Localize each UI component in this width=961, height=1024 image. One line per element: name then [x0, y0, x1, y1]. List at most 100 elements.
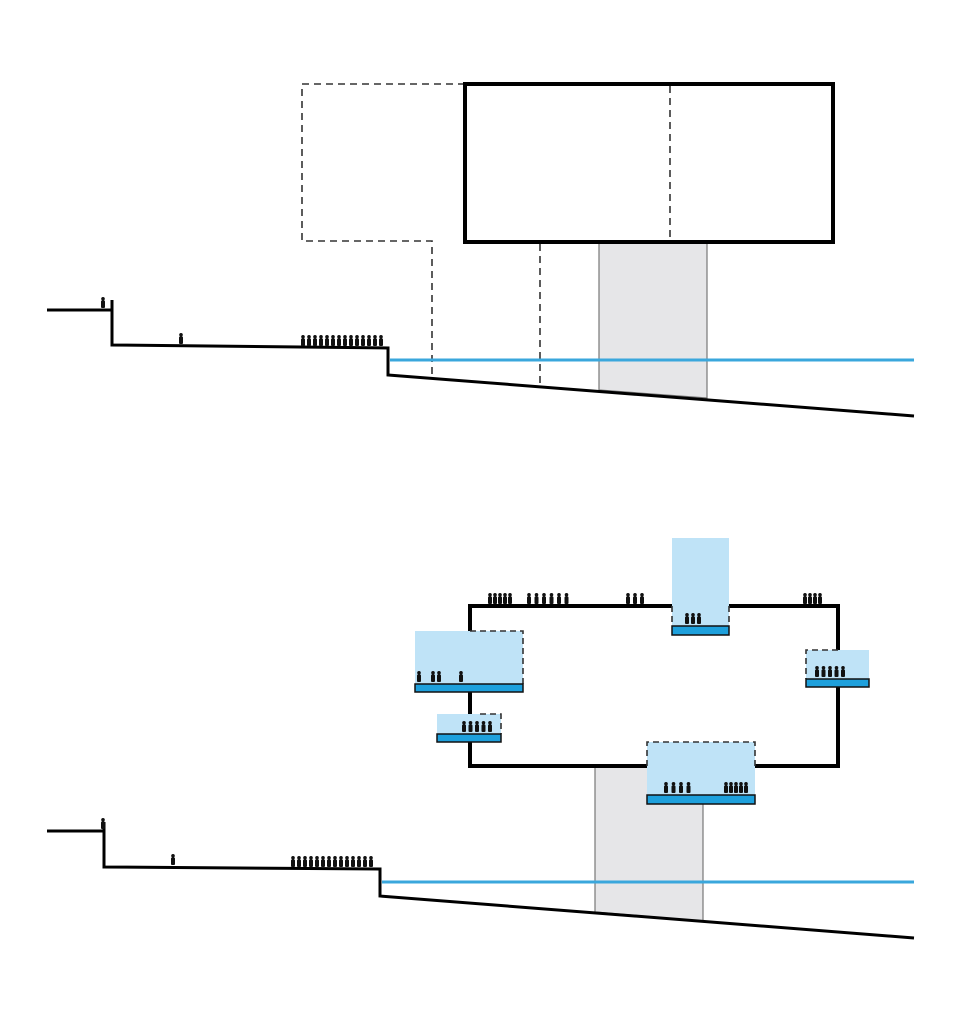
person-head [351, 856, 355, 860]
person-icon [291, 856, 295, 867]
person-head [527, 593, 531, 597]
person-body [101, 821, 105, 829]
person-head [291, 856, 295, 860]
person-icon [319, 335, 323, 346]
crowd [179, 333, 183, 344]
person-body [313, 338, 317, 346]
person-head [325, 335, 329, 339]
person-body [508, 596, 512, 604]
person-body [333, 859, 337, 867]
person-body [369, 859, 373, 867]
person-head [369, 856, 373, 860]
person-icon [818, 593, 822, 604]
crowd [488, 593, 512, 604]
person-head [493, 593, 497, 597]
person-body [808, 596, 812, 604]
loop-structure [468, 604, 840, 768]
person-icon [361, 335, 365, 346]
person-icon [379, 335, 383, 346]
person-body [325, 338, 329, 346]
person-icon [828, 666, 832, 677]
person-body [171, 857, 175, 865]
person-body [468, 724, 473, 732]
person-icon [841, 666, 845, 677]
person-head [373, 335, 377, 339]
pod-volume [672, 538, 729, 626]
person-body [373, 338, 377, 346]
person-body [744, 785, 748, 793]
crowd [171, 854, 175, 865]
person-icon [813, 593, 817, 604]
person-icon [468, 721, 473, 732]
person-body [417, 674, 421, 682]
person-icon [355, 335, 359, 346]
person-head [729, 782, 733, 786]
crowd [626, 593, 644, 604]
person-body [633, 596, 637, 604]
person-icon [171, 854, 175, 865]
person-body [101, 300, 105, 308]
person-body [564, 596, 569, 604]
person-body [379, 338, 383, 346]
person-icon [808, 593, 812, 604]
person-icon [503, 593, 507, 604]
person-icon [325, 335, 329, 346]
person-head [734, 782, 738, 786]
terrain-line [47, 829, 915, 940]
person-icon [493, 593, 497, 604]
person-body [301, 338, 305, 346]
person-icon [417, 671, 421, 682]
person-body [349, 338, 353, 346]
person-icon [345, 856, 349, 867]
person-head [640, 593, 644, 597]
pod-floor-slab [671, 625, 730, 636]
person-body [691, 616, 695, 624]
person-body [729, 785, 733, 793]
person-body [363, 859, 367, 867]
person-head [171, 854, 175, 858]
person-body [345, 859, 349, 867]
person-icon [333, 856, 337, 867]
person-icon [315, 856, 319, 867]
person-body [549, 596, 554, 604]
person-icon [363, 856, 367, 867]
pod-outline [480, 713, 502, 734]
person-icon [101, 818, 105, 829]
person-head [301, 335, 305, 339]
pod-floor-slab [436, 733, 502, 743]
person-body [431, 674, 435, 682]
person-icon [337, 335, 341, 346]
person-head [834, 666, 839, 670]
person-body [813, 596, 817, 604]
person-body [315, 859, 319, 867]
person-icon [626, 593, 630, 604]
person-icon [508, 593, 512, 604]
person-body [697, 616, 701, 624]
person-icon [739, 782, 743, 793]
person-icon [313, 335, 317, 346]
pod-outline [805, 649, 838, 679]
person-icon [349, 335, 353, 346]
person-head [557, 593, 561, 597]
person-icon [564, 593, 569, 604]
person-head [355, 335, 359, 339]
person-head [841, 666, 845, 670]
person-head [101, 818, 105, 822]
person-head [685, 613, 689, 617]
person-head [361, 335, 365, 339]
person-head [431, 671, 435, 675]
person-body [343, 338, 347, 346]
person-body [664, 785, 668, 793]
person-head [818, 593, 822, 597]
person-body [303, 859, 307, 867]
person-icon [301, 335, 305, 346]
person-icon [179, 333, 183, 344]
person-icon [488, 593, 492, 604]
person-icon [321, 856, 325, 867]
person-body [493, 596, 497, 604]
person-head [549, 593, 554, 597]
person-head [564, 593, 569, 597]
person-icon [815, 666, 819, 677]
person-body [488, 596, 492, 604]
pod-top [671, 538, 730, 636]
